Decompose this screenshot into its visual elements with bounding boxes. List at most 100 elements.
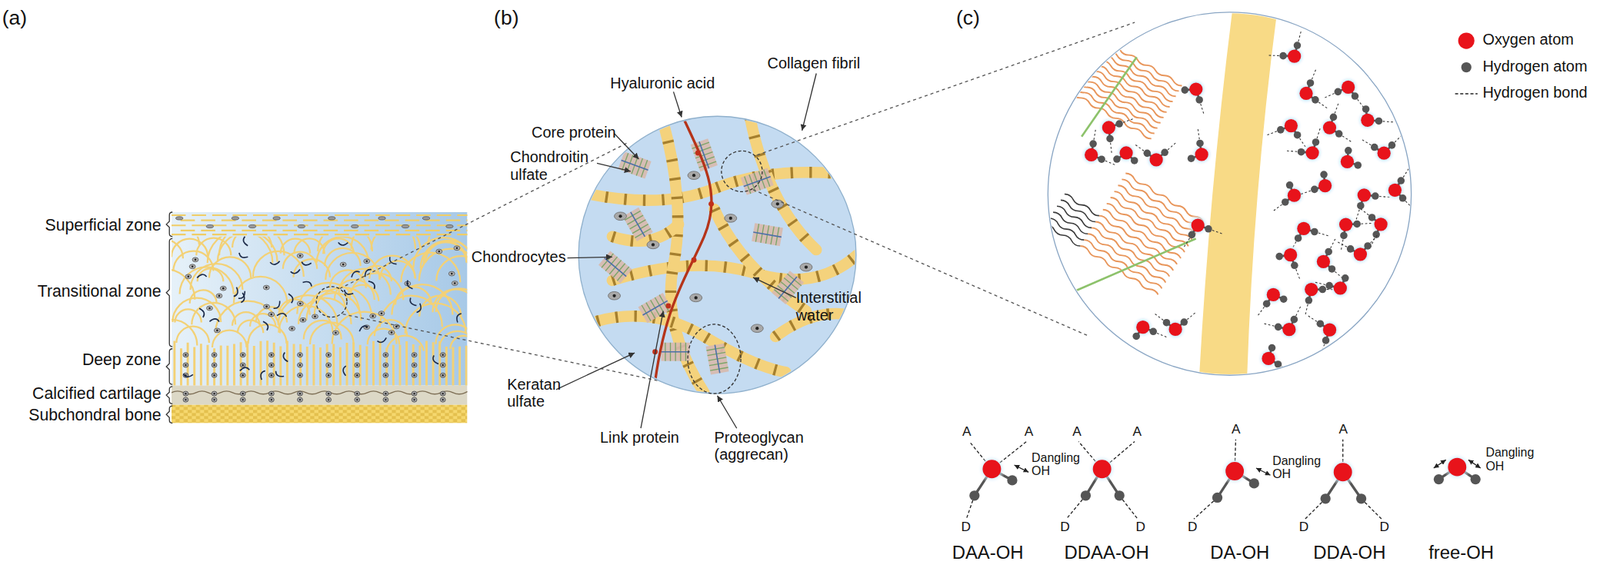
text-label: Superficial zone <box>0 216 162 235</box>
chondrocyte <box>750 324 764 334</box>
chondrocyte-nucleus <box>186 276 190 279</box>
legend-text: Oxygen atom <box>1482 31 1574 49</box>
chondrocyte <box>332 330 339 336</box>
glycosaminoglycan-brush <box>622 207 653 242</box>
hydrogen-atom <box>1306 79 1315 87</box>
proteoglycan <box>618 151 652 179</box>
chondrocyte <box>453 246 460 251</box>
glycosaminoglycan-chain <box>1065 80 1156 135</box>
hydrogen-atom <box>1180 318 1189 327</box>
oxygen-atom <box>1447 458 1467 477</box>
chondrocyte-nucleus <box>327 374 330 377</box>
collagen-fiber <box>375 224 390 227</box>
collagen-arc <box>436 256 467 281</box>
leader-line <box>673 91 683 117</box>
collagen-fiber <box>180 220 196 222</box>
hydrogen-atom <box>1356 202 1365 210</box>
chondrocyte-nucleus <box>208 307 211 310</box>
collagen-fiber <box>384 230 400 232</box>
collagen-fiber <box>266 340 269 386</box>
chondrocyte-nucleus <box>327 399 330 401</box>
glycosaminoglycan-brush <box>661 343 690 362</box>
chondrocyte-nucleus <box>194 258 197 261</box>
chondrocyte <box>388 330 395 336</box>
fibril-band <box>612 255 857 281</box>
collagen-fiber <box>221 230 237 232</box>
chondrocyte <box>240 373 246 378</box>
chondrocyte <box>771 200 784 209</box>
oxygen-atom <box>1261 352 1275 366</box>
chondrocyte <box>297 391 304 397</box>
proteoglycan <box>406 280 413 290</box>
hydrogen-atom <box>1294 234 1303 243</box>
hydrogen-atom <box>1290 316 1299 324</box>
hydrogen-atom <box>1180 86 1189 94</box>
fibril-band <box>596 316 786 373</box>
chondrocyte <box>448 271 455 277</box>
chondrocyte-nucleus <box>290 327 294 330</box>
chondrocyte-nucleus <box>356 399 358 401</box>
hydrogen-atom <box>1322 336 1330 345</box>
chondrocyte-nucleus <box>242 374 244 377</box>
text-label: A <box>1072 424 1082 440</box>
collagen-fiber <box>432 342 435 386</box>
collagen-arc <box>405 303 467 334</box>
glycosaminoglycan-brush <box>598 251 633 284</box>
hydrogen-atom <box>1353 220 1361 229</box>
collagen-fiber <box>425 341 428 387</box>
chondrocyte-nucleus <box>327 393 330 395</box>
chondrocyte <box>326 397 332 403</box>
text-label: Collagen fibril <box>767 55 861 73</box>
chondrocyte-nucleus <box>265 306 268 309</box>
collagen-arc <box>350 273 404 300</box>
zone-bracket <box>166 386 173 405</box>
chondrocyte <box>289 326 296 332</box>
collagen-fiber <box>465 346 468 387</box>
chondrocyte-nucleus <box>299 374 301 377</box>
hydrogen-atom <box>1363 242 1372 250</box>
collagen-fiber <box>253 233 268 236</box>
hydrogen-atom <box>1281 198 1290 207</box>
collagen-fiber <box>293 233 309 236</box>
text-label: Interstitial water <box>796 290 878 325</box>
chondrocyte <box>268 391 274 397</box>
collagen-fiber <box>355 233 370 236</box>
hydrogen-atom <box>1196 140 1204 148</box>
collagen-arc <box>310 323 354 345</box>
collagen-fibril <box>714 209 807 312</box>
oxygen-atom <box>1299 86 1313 100</box>
chondrocyte-nucleus <box>270 393 273 395</box>
collagen-fiber <box>399 345 402 387</box>
collagen-arc <box>219 236 285 256</box>
collagen-arc <box>253 251 304 277</box>
chondrocyte-nucleus <box>213 374 215 377</box>
collagen-fiber <box>364 220 380 222</box>
chondrocyte-nucleus <box>390 331 394 334</box>
chondrocyte-nucleus <box>384 393 387 395</box>
collagen-arc <box>380 260 415 279</box>
chondrocyte <box>354 391 360 397</box>
chondrocyte-nucleus <box>242 354 244 357</box>
oxygen-atom <box>1189 82 1203 96</box>
collagen-fiber <box>303 220 318 222</box>
collagen-fibril <box>596 316 786 373</box>
collagen-fiber <box>418 345 421 386</box>
chondrocyte <box>297 397 304 403</box>
hydrogen-atom <box>1274 360 1283 369</box>
oxygen-atom <box>1323 121 1337 135</box>
collagen-fiber <box>293 214 309 217</box>
collagen-fiber <box>339 347 342 387</box>
chondrocyte <box>401 224 409 228</box>
collagen-fiber <box>303 230 318 232</box>
chondrocyte <box>378 216 386 220</box>
collagen-fiber <box>365 346 368 387</box>
proteoglycan <box>231 287 241 298</box>
hyaluronic-acid <box>653 114 712 399</box>
molecular-content <box>1044 8 1414 383</box>
link-protein <box>708 201 714 207</box>
hydrogen-atom <box>1397 176 1406 185</box>
proteoglycan <box>209 317 220 326</box>
hydrogen-atom <box>1276 126 1285 134</box>
chondrocyte <box>411 397 417 403</box>
chondrocyte-nucleus <box>184 364 187 367</box>
